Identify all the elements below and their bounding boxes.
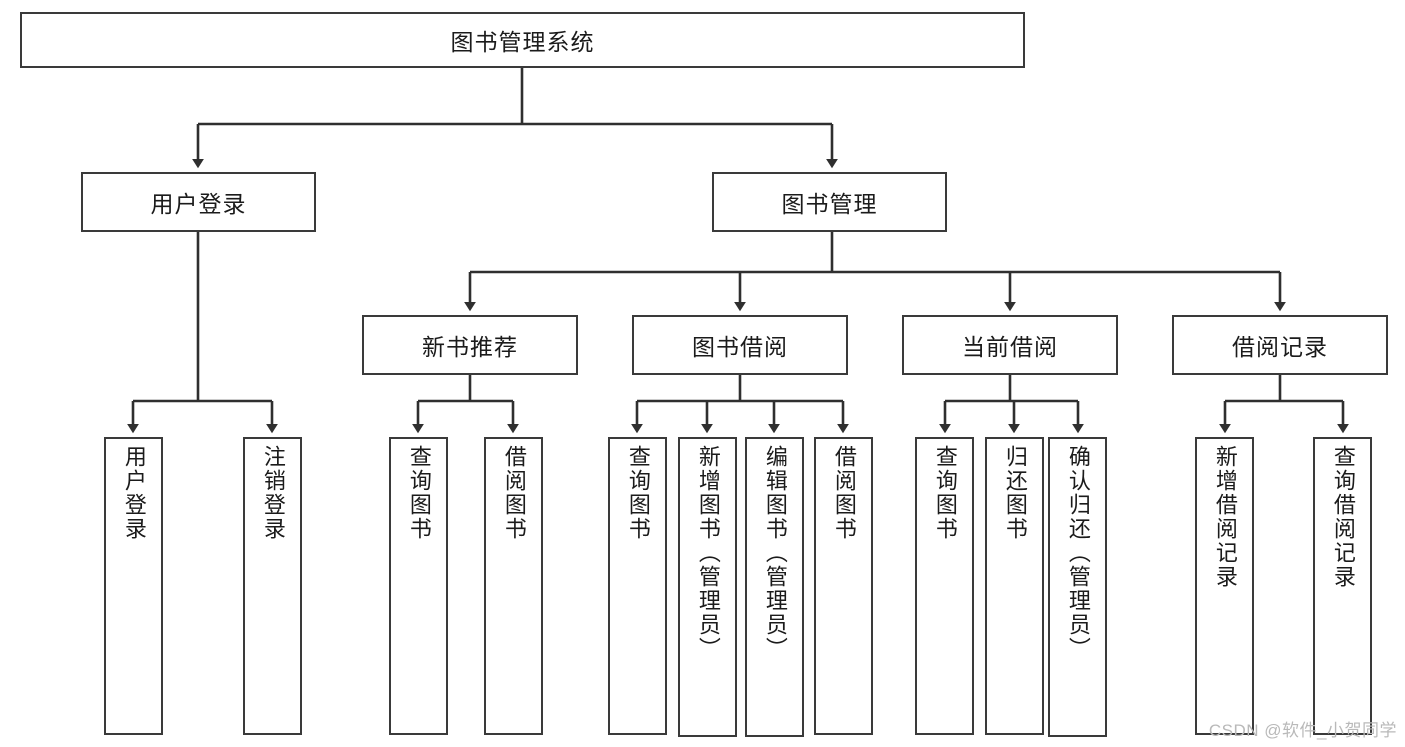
node-book-management[interactable]: 图书管理: [712, 172, 947, 232]
node-user-login[interactable]: 用户登录: [81, 172, 316, 232]
leaf-recommend-query-book-label: 查询图书: [406, 445, 432, 541]
node-borrow-record[interactable]: 借阅记录: [1172, 315, 1388, 375]
leaf-borrow-borrow-book-label: 借阅图书: [831, 445, 857, 541]
leaf-borrow-add-book-admin-label: 新增图书（管理员）: [695, 445, 721, 661]
leaf-current-confirm-return-admin-label: 确认归还（管理员）: [1065, 445, 1091, 661]
leaf-borrow-query-book[interactable]: 查询图书: [608, 437, 667, 735]
leaf-record-query-record[interactable]: 查询借阅记录: [1313, 437, 1372, 735]
leaf-recommend-borrow-book[interactable]: 借阅图书: [484, 437, 543, 735]
leaf-record-add-record[interactable]: 新增借阅记录: [1195, 437, 1254, 735]
node-current-borrow-label: 当前借阅: [962, 334, 1058, 360]
leaf-current-query-book-label: 查询图书: [932, 445, 958, 541]
node-new-book-recommend[interactable]: 新书推荐: [362, 315, 578, 375]
leaf-record-query-record-label: 查询借阅记录: [1330, 445, 1356, 589]
leaf-recommend-borrow-book-label: 借阅图书: [501, 445, 527, 541]
leaf-borrow-borrow-book[interactable]: 借阅图书: [814, 437, 873, 735]
leaf-user-login-signin-label: 用户登录: [121, 445, 147, 541]
leaf-current-return-book-label: 归还图书: [1002, 445, 1028, 541]
node-book-borrow-label: 图书借阅: [692, 334, 788, 360]
leaf-user-login-signin[interactable]: 用户登录: [104, 437, 163, 735]
node-borrow-record-label: 借阅记录: [1232, 334, 1328, 360]
leaf-borrow-edit-book-admin-label: 编辑图书（管理员）: [762, 445, 788, 661]
leaf-borrow-edit-book-admin[interactable]: 编辑图书（管理员）: [745, 437, 804, 737]
node-root-system-label: 图书管理系统: [450, 29, 595, 55]
node-root-system[interactable]: 图书管理系统: [20, 12, 1025, 68]
leaf-user-login-signout-label: 注销登录: [260, 445, 286, 541]
leaf-current-return-book[interactable]: 归还图书: [985, 437, 1044, 735]
leaf-user-login-signout[interactable]: 注销登录: [243, 437, 302, 735]
node-new-book-recommend-label: 新书推荐: [422, 334, 518, 360]
csdn-watermark: CSDN @软件_小贺同学: [1208, 721, 1397, 740]
node-current-borrow[interactable]: 当前借阅: [902, 315, 1118, 375]
node-user-login-label: 用户登录: [150, 191, 247, 217]
leaf-current-confirm-return-admin[interactable]: 确认归还（管理员）: [1048, 437, 1107, 737]
leaf-borrow-query-book-label: 查询图书: [625, 445, 651, 541]
leaf-borrow-add-book-admin[interactable]: 新增图书（管理员）: [678, 437, 737, 737]
leaf-record-add-record-label: 新增借阅记录: [1212, 445, 1238, 589]
node-book-borrow[interactable]: 图书借阅: [632, 315, 848, 375]
leaf-recommend-query-book[interactable]: 查询图书: [389, 437, 448, 735]
node-book-management-label: 图书管理: [781, 191, 878, 217]
leaf-current-query-book[interactable]: 查询图书: [915, 437, 974, 735]
